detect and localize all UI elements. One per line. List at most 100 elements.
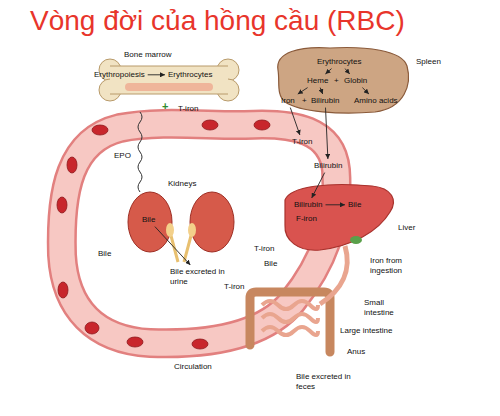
red-blood-cell bbox=[58, 282, 68, 298]
label-text: Bile bbox=[264, 259, 277, 269]
node-text: Heme bbox=[307, 76, 328, 86]
text-node: Bile bbox=[346, 199, 363, 211]
small-intestine bbox=[262, 301, 318, 335]
label-text: Anus bbox=[347, 347, 365, 357]
label: Iron from ingestion bbox=[368, 255, 428, 276]
text-node: Erythrocytes bbox=[166, 69, 214, 81]
flow-arrow bbox=[290, 108, 300, 135]
text-node: Bilirubin bbox=[312, 160, 344, 172]
label-text: F-iron bbox=[296, 214, 317, 224]
text-node: Bilirubin bbox=[292, 199, 324, 211]
duodenum bbox=[320, 246, 347, 304]
flow-arrow bbox=[325, 69, 331, 74]
flow-arrow bbox=[326, 204, 346, 205]
label-text: Circulation bbox=[174, 362, 212, 372]
node-text: Erythropoiesis bbox=[94, 70, 145, 80]
node-text: Bile bbox=[142, 215, 155, 225]
node-text: Bilirubin bbox=[294, 200, 322, 210]
flow-arrow bbox=[298, 88, 308, 95]
label-text: Liver bbox=[398, 223, 415, 233]
label-text: Iron from ingestion bbox=[370, 256, 426, 275]
node-text: Bilirubin bbox=[314, 161, 342, 171]
label-text: Bile excreted in feces bbox=[296, 372, 356, 391]
label: Circulation bbox=[172, 361, 214, 373]
kidney bbox=[128, 192, 172, 252]
label-text: Large intestine bbox=[340, 326, 392, 336]
flow-arrow bbox=[312, 173, 325, 198]
label: Bile excreted in feces bbox=[294, 371, 358, 392]
label: + bbox=[160, 100, 170, 113]
label-text: + bbox=[302, 96, 307, 106]
diagram-title: Vòng đời của hồng cầu (RBC) bbox=[30, 4, 405, 38]
red-blood-cell bbox=[67, 157, 77, 173]
red-blood-cell bbox=[85, 322, 99, 334]
red-blood-cell bbox=[92, 125, 108, 135]
node-text: Erythrocytes bbox=[317, 57, 361, 67]
kidney-hilum bbox=[166, 223, 174, 237]
bone-marrow bbox=[99, 59, 239, 101]
label: Small intestine bbox=[362, 297, 412, 318]
label: + bbox=[300, 95, 309, 107]
label-text: Kidneys bbox=[168, 179, 196, 189]
label: T-iron bbox=[222, 281, 246, 293]
label: Spleen bbox=[414, 56, 443, 68]
text-node: Iron bbox=[279, 95, 297, 107]
label-text: T-iron bbox=[254, 244, 274, 254]
label-text: T-iron bbox=[178, 104, 198, 114]
text-node: T-iron bbox=[290, 136, 314, 148]
label-text: Bone marrow bbox=[124, 50, 172, 60]
text-node: Erythrocytes bbox=[315, 56, 363, 68]
liver-shape bbox=[285, 185, 393, 251]
label: Kidneys bbox=[166, 178, 198, 190]
label-text: EPO bbox=[114, 151, 131, 161]
text-node: Bilirubin bbox=[309, 95, 341, 107]
label: F-iron bbox=[294, 213, 319, 225]
red-blood-cell bbox=[202, 120, 218, 130]
label: Bone marrow bbox=[122, 49, 174, 61]
red-blood-cell bbox=[192, 339, 208, 349]
large-intestine bbox=[250, 292, 330, 352]
label: Liver bbox=[396, 222, 417, 234]
label: Anus bbox=[345, 346, 367, 358]
text-node: Erythropoiesis bbox=[92, 69, 147, 81]
label: T-iron bbox=[176, 103, 200, 115]
flow-arrow bbox=[362, 88, 369, 94]
node-text: T-iron bbox=[292, 137, 312, 147]
spleen-shape bbox=[278, 48, 409, 114]
node-text: Bilirubin bbox=[311, 96, 339, 106]
node-text: Bile bbox=[348, 200, 361, 210]
label: + bbox=[332, 75, 341, 87]
kidneys bbox=[128, 192, 234, 262]
flow-arrow bbox=[148, 74, 165, 75]
red-blood-cells bbox=[57, 120, 270, 349]
flow-arrow bbox=[155, 227, 190, 265]
label: Bile bbox=[96, 248, 113, 260]
flow-arrow bbox=[320, 88, 323, 94]
label: T-iron bbox=[252, 243, 276, 255]
text-node: Heme bbox=[305, 75, 330, 87]
text-node: Bile bbox=[140, 214, 157, 226]
label-text: T-iron bbox=[224, 282, 244, 292]
label-text: + bbox=[162, 101, 168, 112]
node-text: Globin bbox=[344, 76, 367, 86]
node-text: Iron bbox=[281, 96, 295, 106]
flow-arrow bbox=[326, 108, 328, 159]
label: EPO bbox=[112, 150, 133, 162]
flow-arrow bbox=[345, 69, 350, 74]
label: Bile bbox=[262, 258, 279, 270]
red-blood-cell bbox=[127, 337, 143, 347]
label-text: + bbox=[334, 76, 339, 86]
bone-edge bbox=[110, 94, 228, 95]
epo-signal bbox=[138, 112, 142, 192]
red-blood-cell bbox=[57, 197, 67, 213]
text-node: Amino acids bbox=[352, 95, 400, 107]
node-text: Erythrocytes bbox=[168, 70, 212, 80]
label-text: Small intestine bbox=[364, 298, 410, 317]
red-blood-cell bbox=[254, 120, 270, 130]
bone-edge bbox=[110, 66, 228, 67]
label-text: Bile bbox=[98, 249, 111, 259]
intestines bbox=[250, 246, 347, 352]
text-node: Globin bbox=[342, 75, 369, 87]
label: Large intestine bbox=[338, 325, 394, 337]
